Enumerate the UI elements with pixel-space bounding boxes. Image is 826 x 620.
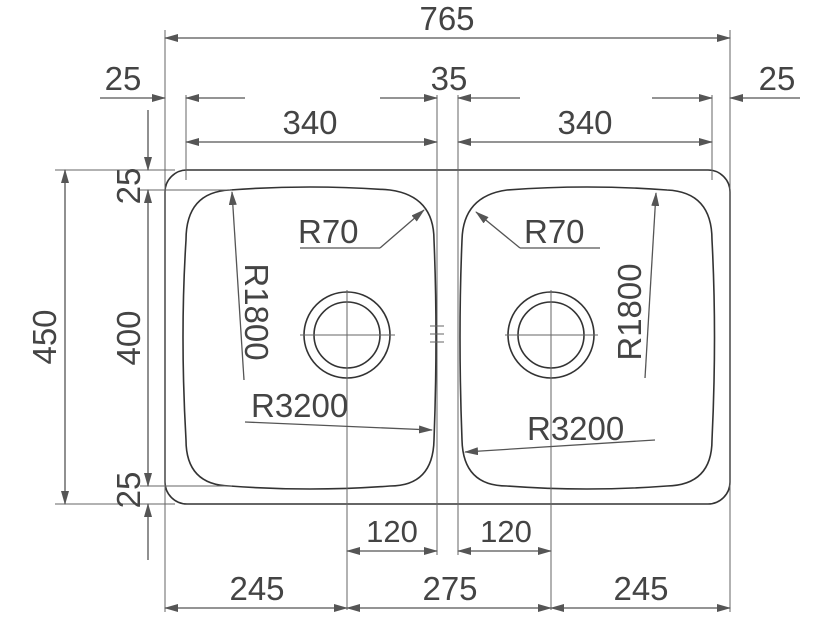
dimension-drain-right-pos: 245 <box>550 570 731 612</box>
radius-bottom-left: R3200 <box>244 387 433 434</box>
dimension-bowl-right-width: 340 <box>457 104 713 146</box>
r70-left-label: R70 <box>298 213 359 250</box>
dimension-overall-depth: 450 <box>26 169 69 505</box>
dimension-rim-bottom: 25 <box>110 472 152 560</box>
dim-25-side-top-label: 25 <box>110 168 147 205</box>
dim-275-label: 275 <box>422 570 477 607</box>
dimension-drain-spacing: 275 <box>346 570 552 612</box>
dimension-rim-top: 25 <box>110 110 152 205</box>
dim-450-label: 450 <box>26 309 63 364</box>
dim-35-label: 35 <box>431 60 468 97</box>
radius-corner-right: R70 <box>475 211 600 250</box>
dimension-rim-left: 25 <box>100 60 245 102</box>
r1800-right-label: R1800 <box>611 263 648 360</box>
radius-bottom-right: R3200 <box>464 410 656 456</box>
dim-25-top-right-label: 25 <box>759 60 796 97</box>
dim-340-right-label: 340 <box>557 104 612 141</box>
drain-centerlines <box>300 290 598 610</box>
r3200-right-label: R3200 <box>527 410 624 447</box>
dimension-divider: 35 <box>380 60 520 102</box>
dimension-drain-left-pos: 245 <box>164 570 348 612</box>
dim-340-left-label: 340 <box>282 104 337 141</box>
dim-400-label: 400 <box>110 310 147 365</box>
dim-25-side-bottom-label: 25 <box>110 472 147 509</box>
dimension-bowl-left-width: 340 <box>185 104 438 146</box>
dimension-drain-left-offset: 120 <box>346 514 438 555</box>
radius-corner-left: R70 <box>298 209 425 250</box>
dim-25-top-left-label: 25 <box>105 60 142 97</box>
dim-245-left-label: 245 <box>229 570 284 607</box>
dim-765-label: 765 <box>419 0 474 37</box>
dimension-overall-width: 765 <box>164 0 731 42</box>
r70-right-label: R70 <box>524 213 585 250</box>
left-bowl-outline <box>182 186 437 490</box>
radius-side-right: R1800 <box>611 192 660 379</box>
dim-120-right-label: 120 <box>480 514 532 549</box>
extension-lines <box>55 30 731 612</box>
dimension-bowl-depth: 400 <box>110 189 152 487</box>
dim-120-left-label: 120 <box>366 514 418 549</box>
radius-side-left: R1800 <box>228 191 275 381</box>
dim-245-right-label: 245 <box>613 570 668 607</box>
right-bowl-outline <box>459 186 716 490</box>
dimension-drain-right-offset: 120 <box>457 514 552 555</box>
r3200-left-label: R3200 <box>251 387 348 424</box>
dimension-rim-right: 25 <box>652 60 800 102</box>
overflow-marks <box>430 325 444 343</box>
r1800-left-label: R1800 <box>238 263 275 360</box>
